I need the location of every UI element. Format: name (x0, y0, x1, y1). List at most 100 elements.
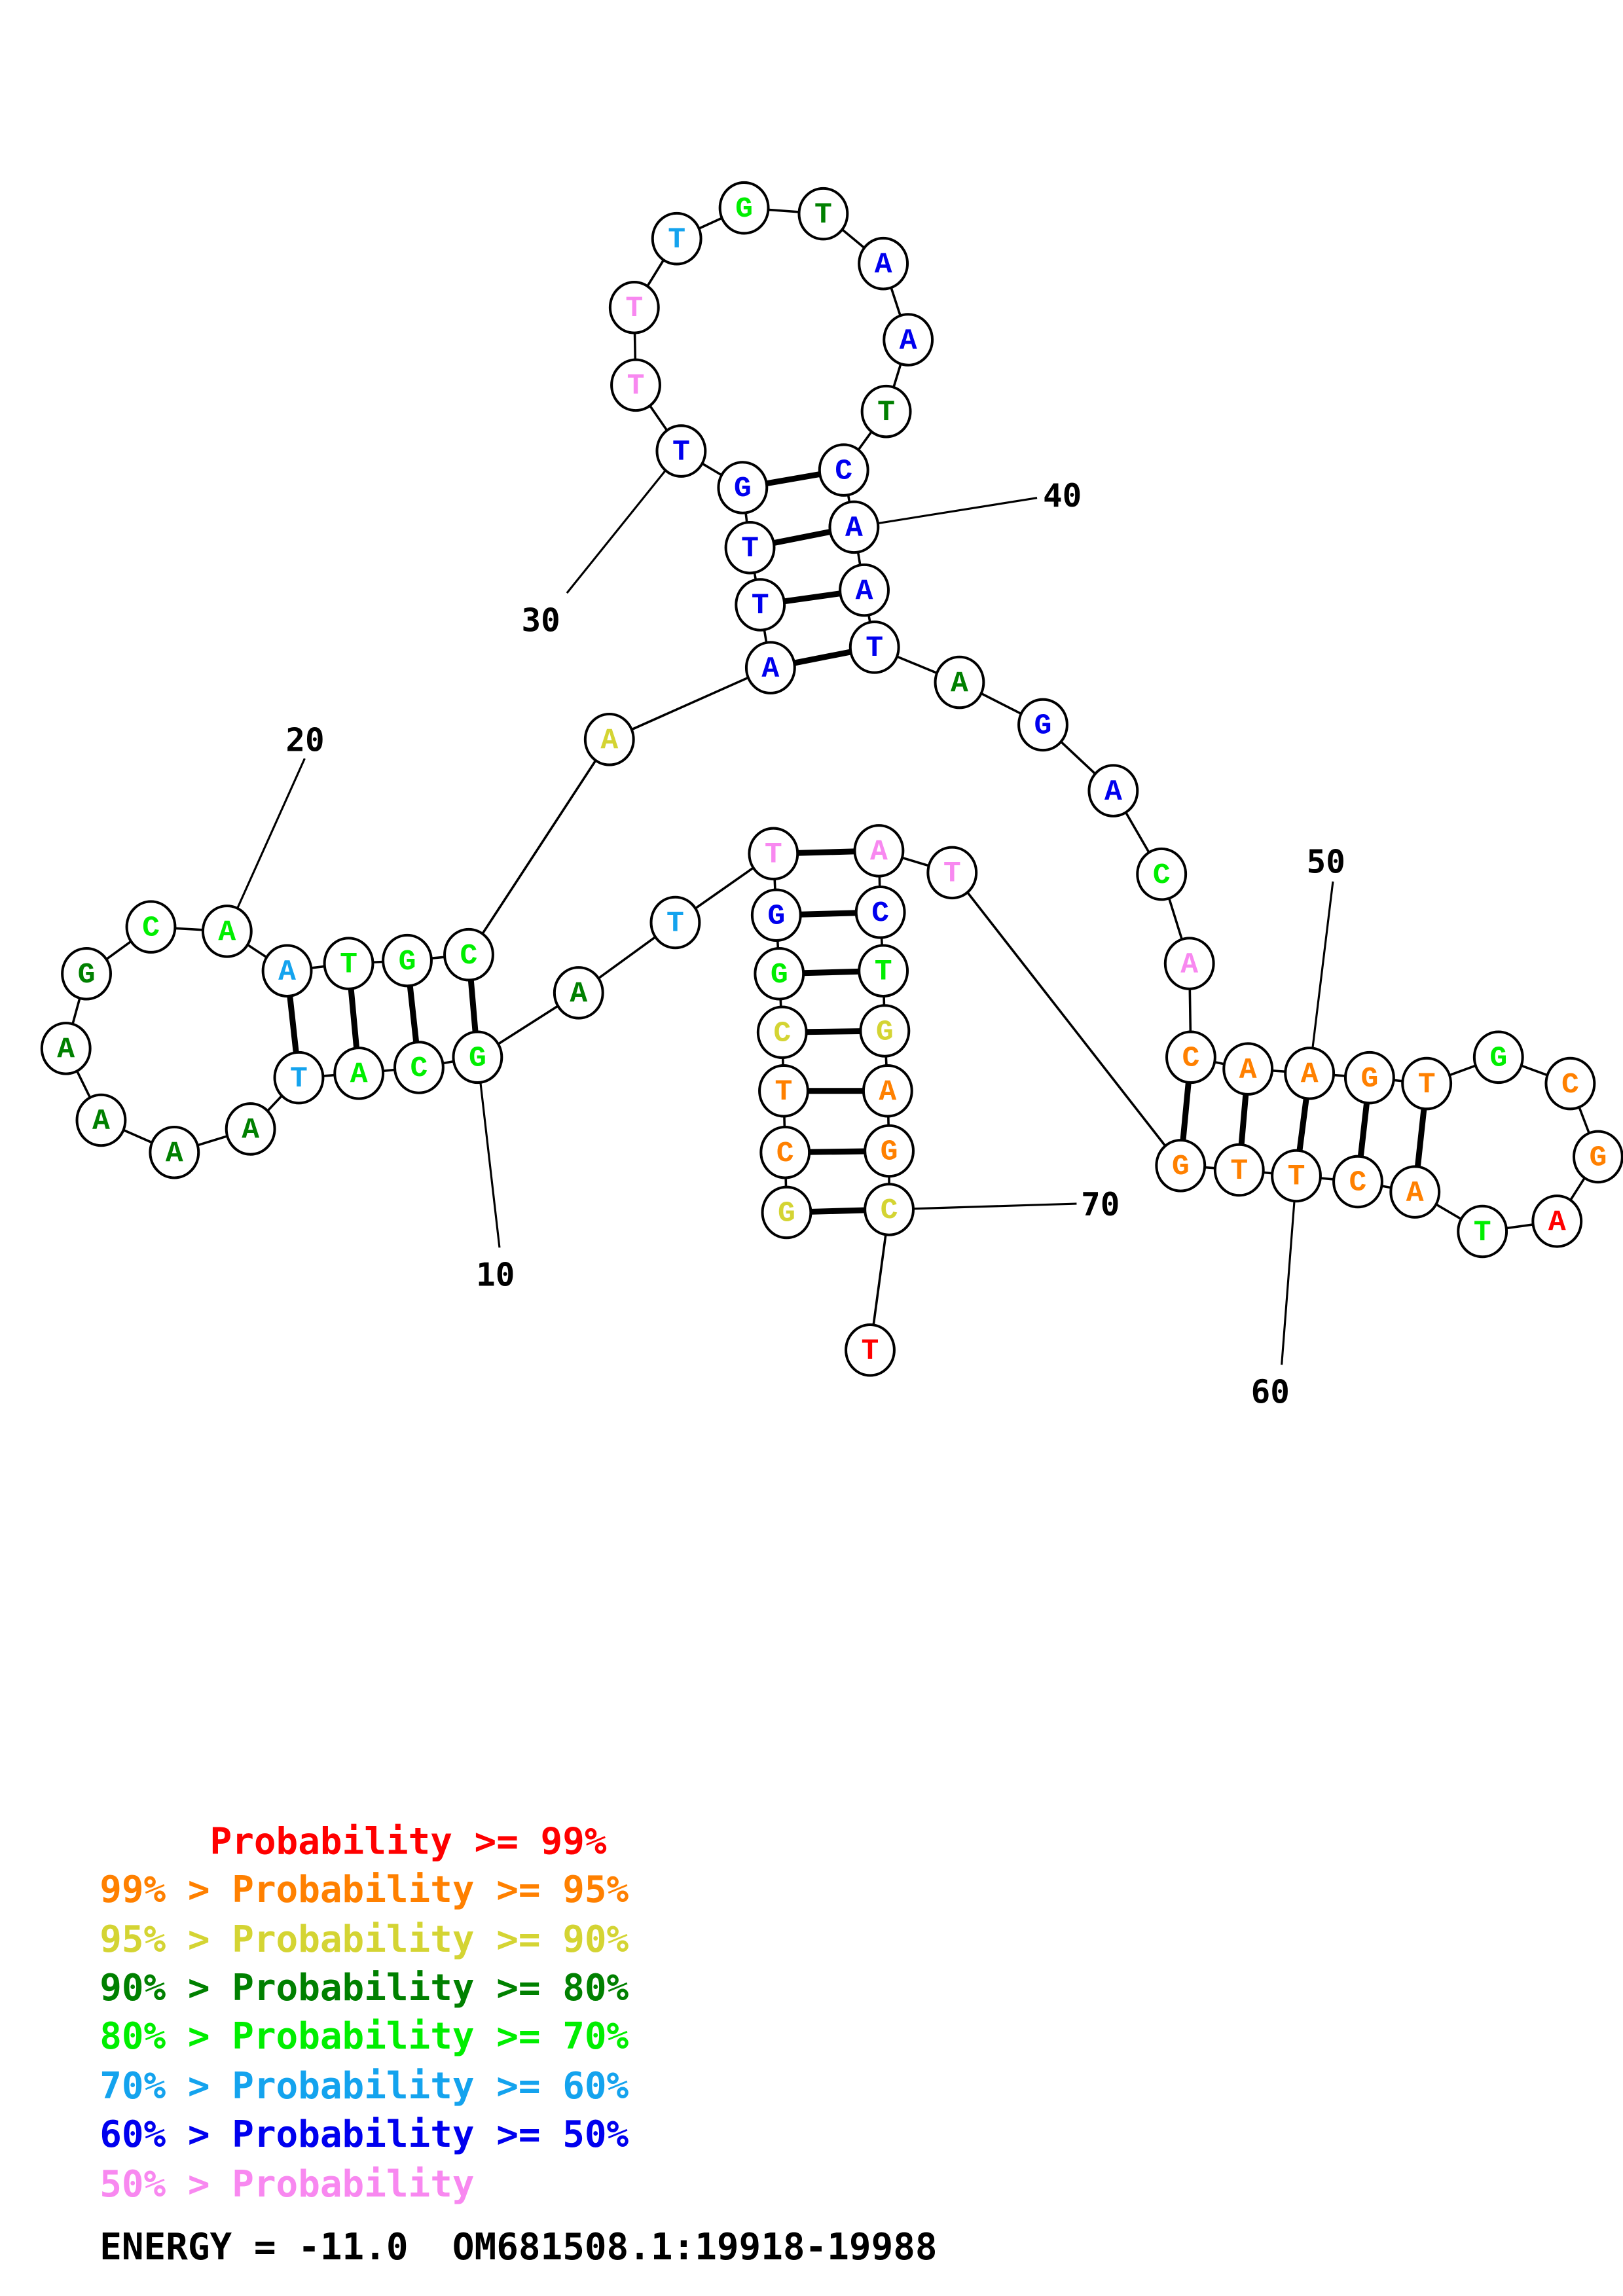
nucleotide-circle (864, 1183, 915, 1236)
position-leader-line (476, 1057, 501, 1248)
nucleotide-circle (553, 966, 604, 1020)
nucleotide-letter: C (776, 1138, 794, 1170)
position-leader-line (226, 758, 306, 932)
nucleotide-circle (61, 946, 112, 1001)
nucleotide: G (1343, 1050, 1395, 1105)
nucleotide-letter: A (1180, 948, 1198, 981)
position-leader-line (1308, 881, 1334, 1074)
nucleotide-letter: C (1561, 1069, 1579, 1102)
backbone-segment (951, 872, 1182, 1166)
nucleotide-letter: C (1182, 1043, 1200, 1075)
backbone-segment (467, 738, 611, 956)
nucleotide-letter: G (1489, 1043, 1507, 1075)
nucleotide: A (201, 905, 253, 958)
nucleotide-circle (261, 944, 313, 998)
nucleotide: A (858, 236, 909, 291)
nucleotide: A (1222, 1042, 1274, 1096)
nucleotide-letter: A (845, 512, 863, 545)
nucleotide-letter: A (350, 1058, 368, 1091)
nucleotide: A (883, 313, 934, 367)
nucleotide: C (854, 886, 906, 939)
nucleotide: G (1472, 1030, 1524, 1085)
nucleotide-circle (759, 1125, 811, 1179)
nucleotide: T (649, 895, 701, 950)
nucleotide-circle (1343, 1050, 1395, 1105)
nucleotide-circle (40, 1022, 92, 1075)
nucleotide-circle (758, 1064, 809, 1118)
nucleotide-letter: T (866, 632, 883, 665)
nucleotide: T (735, 578, 786, 632)
nucleotide-letter: C (881, 1194, 898, 1227)
nucleotide: G (859, 1004, 911, 1058)
nucleotide: T (610, 358, 661, 412)
nucleotide-letter: T (290, 1063, 308, 1096)
nucleotide: A (839, 563, 890, 617)
nucleotide: A (934, 655, 985, 709)
nucleotide-circle (649, 895, 701, 950)
nucleotide: C (125, 900, 177, 954)
nucleotide-letter: A (879, 1076, 896, 1109)
nucleotide-circle (761, 1185, 812, 1240)
nucleotide-circle (934, 655, 985, 709)
legend-line-cat4: 80% > Probability >= 70% (100, 2015, 629, 2058)
legend-line-cat5: 70% > Probability >= 60% (100, 2065, 629, 2108)
nucleotide-letter: C (460, 940, 478, 973)
nucleotide-circle (1222, 1042, 1274, 1096)
nucleotide-letter: A (900, 325, 917, 357)
nucleotide: C (818, 443, 869, 497)
nucleotide-letter: A (242, 1114, 259, 1147)
nucleotide-letter: A (57, 1033, 75, 1066)
nucleotide: A (1531, 1194, 1583, 1248)
nucleotide-letter: T (775, 1076, 793, 1109)
position-label: 30 (522, 601, 560, 639)
nucleotide-letter: G (734, 473, 752, 505)
nucleotide-circle (1572, 1130, 1623, 1184)
nucleotide-letter: A (951, 668, 968, 700)
nucleotide-circle (1165, 1030, 1216, 1085)
nucleotide-circle (1332, 1155, 1383, 1209)
position-label: 40 (1043, 476, 1082, 514)
nucleotide: C (756, 1005, 808, 1060)
nucleotide: T (758, 1064, 809, 1118)
nucleotide-circle (1155, 1139, 1207, 1193)
nucleotide-circle (1389, 1165, 1441, 1219)
nucleotide-letter: T (668, 224, 685, 257)
nucleotide-circle (718, 181, 770, 235)
position-label: 60 (1251, 1372, 1290, 1410)
nucleotide: A (1284, 1047, 1336, 1100)
position-leader-line (566, 450, 682, 594)
nucleotide: G (750, 888, 802, 942)
nucleotide-circle (610, 358, 661, 412)
nucleotide-letter: C (142, 912, 160, 944)
nucleotide-circle (452, 1030, 503, 1085)
nucleotide-circle (225, 1102, 276, 1156)
nucleotide-letter: T (1474, 1217, 1491, 1249)
nucleotide-letter: T (943, 858, 961, 891)
nucleotide: A (1389, 1165, 1441, 1219)
nucleotide-letter: G (1360, 1063, 1378, 1096)
nucleotide: A (583, 713, 635, 766)
nucleotide: G (761, 1185, 812, 1240)
nucleotide: T (323, 937, 374, 990)
position-label: 20 (285, 721, 324, 759)
nucleotide: T (926, 846, 978, 900)
nucleotide-letter: G (778, 1198, 795, 1230)
nucleotide-letter: A (1406, 1177, 1424, 1210)
nucleotide-circle (323, 937, 374, 990)
nucleotide-letter: A (1239, 1054, 1257, 1086)
nucleotide-letter: A (166, 1138, 183, 1170)
nucleotide-letter: A (1301, 1058, 1319, 1091)
nucleotide-letter: T (875, 956, 892, 989)
nucleotide: G (382, 933, 433, 988)
nucleotide: T (748, 827, 799, 881)
nucleotide: G (717, 461, 769, 514)
nucleotide: G (1572, 1130, 1623, 1184)
nucleotide-circle (883, 313, 934, 367)
nucleotide-circle (858, 236, 909, 291)
nucleotide-circle (651, 211, 702, 266)
nucleotide: A (1087, 764, 1139, 817)
nucleotide: G (1017, 698, 1068, 752)
nucleotide-circle (735, 578, 786, 632)
